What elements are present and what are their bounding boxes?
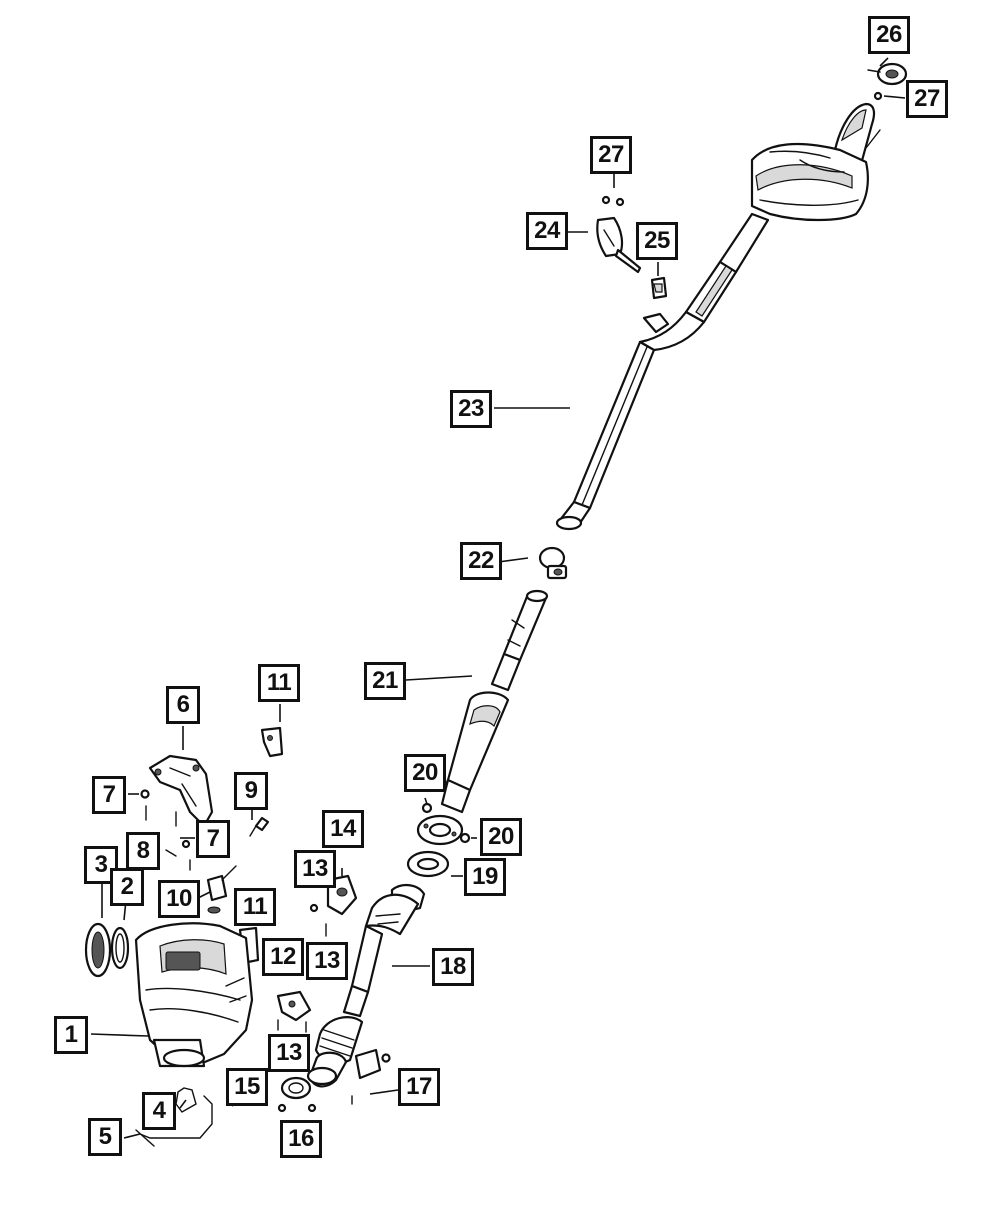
inlet-gaskets <box>84 922 130 978</box>
callout-13-upper: 13 <box>294 850 336 888</box>
callout-15: 15 <box>226 1068 268 1106</box>
callout-8: 8 <box>126 832 160 870</box>
callout-7-left: 7 <box>92 776 126 814</box>
callout-1: 1 <box>54 1016 88 1054</box>
callout-18: 18 <box>432 948 474 986</box>
pipe-clamp <box>538 546 568 580</box>
callout-17: 17 <box>398 1068 440 1106</box>
heat-shield-clip-upper <box>260 726 284 758</box>
oxygen-sensors <box>206 816 270 914</box>
bolts-group <box>140 789 191 871</box>
callout-10: 10 <box>158 880 200 918</box>
hanger-bracket <box>596 195 668 300</box>
callout-27-rear: 27 <box>906 80 948 118</box>
callout-7-right: 7 <box>196 820 230 858</box>
support-bracket <box>276 990 312 1033</box>
sensor-tubes <box>135 1087 213 1147</box>
callout-24: 24 <box>526 212 568 250</box>
callout-6: 6 <box>166 686 200 724</box>
upper-bracket <box>148 754 214 828</box>
rear-muffler-assembly <box>555 102 881 531</box>
rear-isolator <box>867 62 908 101</box>
callout-25: 25 <box>636 222 678 260</box>
callout-3: 3 <box>84 846 118 884</box>
callout-11-upper: 11 <box>258 664 300 702</box>
flange-gasket <box>406 850 450 878</box>
callout-11-lower: 11 <box>234 888 276 926</box>
callout-22: 22 <box>460 542 502 580</box>
callout-9: 9 <box>234 772 268 810</box>
callout-2: 2 <box>110 868 144 906</box>
callout-4: 4 <box>142 1092 176 1130</box>
front-pipe <box>306 884 426 1088</box>
callout-20-lower: 20 <box>480 818 522 856</box>
pipe-gasket <box>277 1076 317 1113</box>
callout-23: 23 <box>450 390 492 428</box>
catalytic-converter <box>134 922 254 1068</box>
callout-20-upper: 20 <box>404 754 446 792</box>
callout-21: 21 <box>364 662 406 700</box>
callout-14: 14 <box>322 810 364 848</box>
callout-16: 16 <box>280 1120 322 1158</box>
callout-19: 19 <box>464 858 506 896</box>
resonator-pipe <box>416 589 549 846</box>
callout-27-bracket: 27 <box>590 136 632 174</box>
callout-26: 26 <box>868 16 910 54</box>
callout-13-middle: 13 <box>306 942 348 980</box>
callout-13-lower: 13 <box>268 1034 310 1072</box>
callout-12: 12 <box>262 938 304 976</box>
fasteners-17 <box>351 1053 391 1105</box>
callout-5: 5 <box>88 1118 122 1156</box>
